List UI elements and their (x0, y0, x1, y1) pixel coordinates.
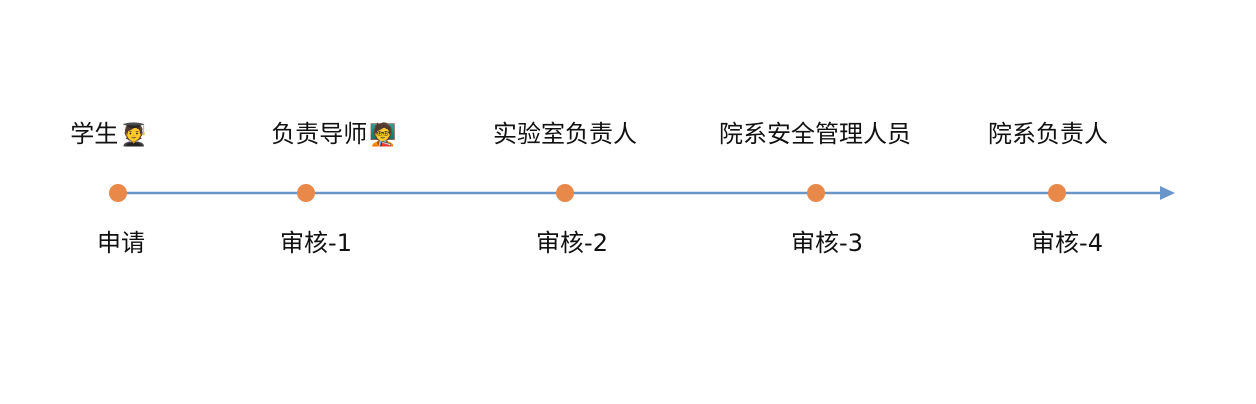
step-1-role-label: 学生🧑‍🎓 (70, 119, 147, 151)
teacher-icon: 🧑‍🏫 (369, 123, 397, 148)
step-4-role-label: 院系安全管理人员 (719, 120, 911, 148)
step-2-role-label: 负责导师🧑‍🏫 (271, 119, 396, 151)
step-3-action-label: 审核-2 (536, 229, 608, 257)
timeline-node-3 (556, 184, 574, 202)
step-3-role-label: 实验室负责人 (493, 120, 637, 148)
step-4-action-label: 审核-3 (791, 229, 863, 257)
student-icon: 🧑‍🎓 (120, 123, 148, 148)
timeline-node-4 (807, 184, 825, 202)
step-2-action-label: 审核-1 (280, 229, 352, 257)
timeline-node-5 (1048, 184, 1066, 202)
step-5-action-label: 审核-4 (1031, 229, 1103, 257)
step-1-action-label: 申请 (97, 229, 145, 257)
step-5-role-label: 院系负责人 (988, 120, 1108, 148)
timeline-node-1 (109, 184, 127, 202)
timeline-arrowhead (1160, 186, 1175, 200)
timeline-node-2 (297, 184, 315, 202)
